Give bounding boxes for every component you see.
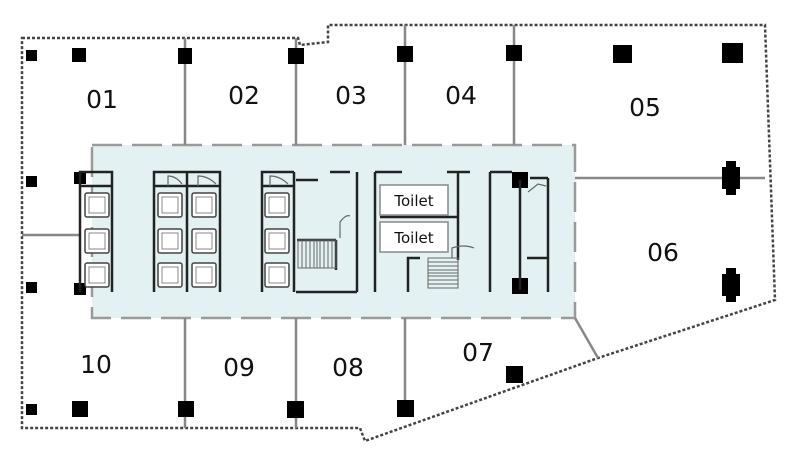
unit-label-09: 09 — [223, 353, 255, 382]
unit-partitions — [22, 25, 765, 428]
unit-label-01: 01 — [86, 85, 118, 114]
unit-label-05: 05 — [629, 93, 661, 122]
toilet-label-1: Toilet — [393, 192, 433, 210]
toilet-label-2: Toilet — [393, 229, 433, 247]
unit-label-02: 02 — [228, 81, 260, 110]
toilet-room-2 — [379, 221, 449, 253]
unit-label-06: 06 — [647, 238, 679, 267]
stair-left — [297, 239, 337, 269]
door-swings — [167, 175, 547, 258]
elevator-cars — [84, 192, 290, 288]
toilet-room-1 — [379, 184, 449, 216]
unit-label-08: 08 — [332, 353, 364, 382]
unit-label-07: 07 — [462, 338, 494, 367]
unit-label-03: 03 — [335, 81, 367, 110]
elevator-car-inner — [88, 196, 286, 284]
stair-right — [427, 257, 459, 289]
structural-columns — [26, 43, 743, 418]
outer-wall — [20, 23, 777, 443]
unit-label-04: 04 — [445, 81, 477, 110]
unit-label-10: 10 — [80, 350, 112, 379]
core-walls — [78, 170, 550, 294]
